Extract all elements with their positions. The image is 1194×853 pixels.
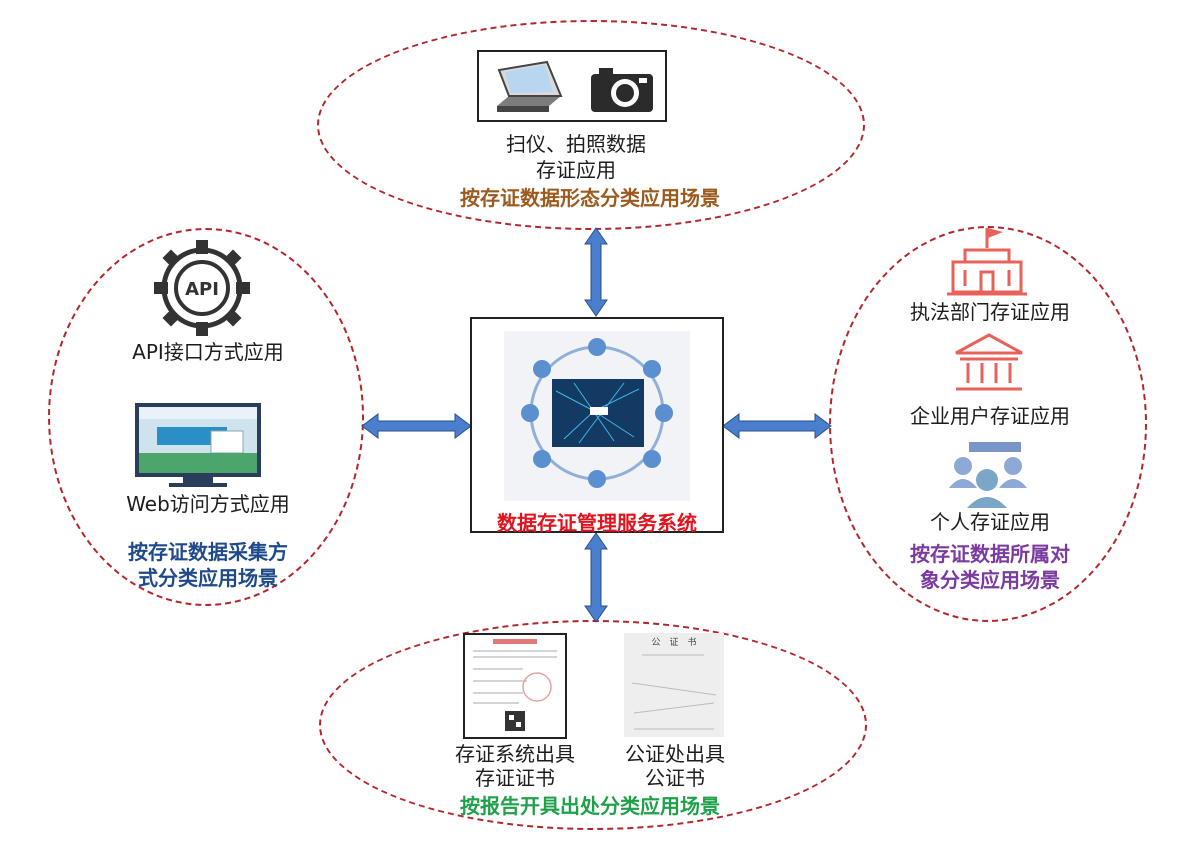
right-category-1: 按存证数据所属对: [910, 542, 1070, 566]
law-department-label: 执法部门存证应用: [910, 300, 1070, 324]
api-gear-icon: API: [154, 240, 250, 336]
top-item-label-1: 扫仪、拍照数据: [506, 132, 646, 156]
api-label: API接口方式应用: [132, 340, 284, 364]
top-ellipse: [317, 20, 865, 230]
arrow-top: [584, 227, 608, 317]
camera-icon: [591, 68, 653, 112]
arrow-left: [361, 413, 472, 439]
deposit-cert-label-2: 存证证书: [475, 766, 555, 790]
enterprise-building-icon: [955, 333, 1023, 391]
notary-doc-title: 公 证 书: [651, 637, 696, 648]
notary-certificate-icon: 公 证 书: [624, 633, 724, 737]
left-category-1: 按存证数据采集方: [128, 540, 288, 564]
notary-cert-label-2: 公证书: [645, 766, 705, 790]
law-department-icon: [947, 228, 1027, 296]
monitor-icon: [135, 403, 261, 487]
notary-cert-label-1: 公证处出具: [625, 742, 725, 766]
deposit-cert-label-1: 存证系统出具: [455, 742, 575, 766]
center-title: 数据存证管理服务系统: [497, 511, 697, 535]
personal-users-icon: [949, 442, 1027, 508]
personal-label: 个人存证应用: [930, 510, 1050, 534]
right-category-2: 象分类应用场景: [920, 568, 1060, 592]
api-icon-text: API: [185, 279, 219, 300]
top-category: 按存证数据形态分类应用场景: [460, 186, 720, 210]
center-system-box: 数据存证管理服务系统: [470, 317, 724, 535]
right-ellipse: [829, 226, 1147, 622]
web-label: Web访问方式应用: [126, 492, 290, 516]
bottom-category: 按报告开具出处分类应用场景: [460, 794, 720, 818]
arrow-bottom: [584, 532, 608, 623]
bottom-ellipse: [319, 620, 867, 830]
scanner-icon: [497, 60, 563, 112]
enterprise-user-label: 企业用户存证应用: [910, 404, 1070, 428]
top-item-label-2: 存证应用: [536, 158, 616, 182]
scanner-camera-frame: [477, 50, 667, 122]
network-graphic: [504, 331, 690, 501]
left-ellipse: [48, 228, 364, 606]
left-category-2: 式分类应用场景: [138, 566, 278, 590]
deposit-certificate-icon: [463, 633, 567, 739]
arrow-right: [722, 413, 832, 439]
